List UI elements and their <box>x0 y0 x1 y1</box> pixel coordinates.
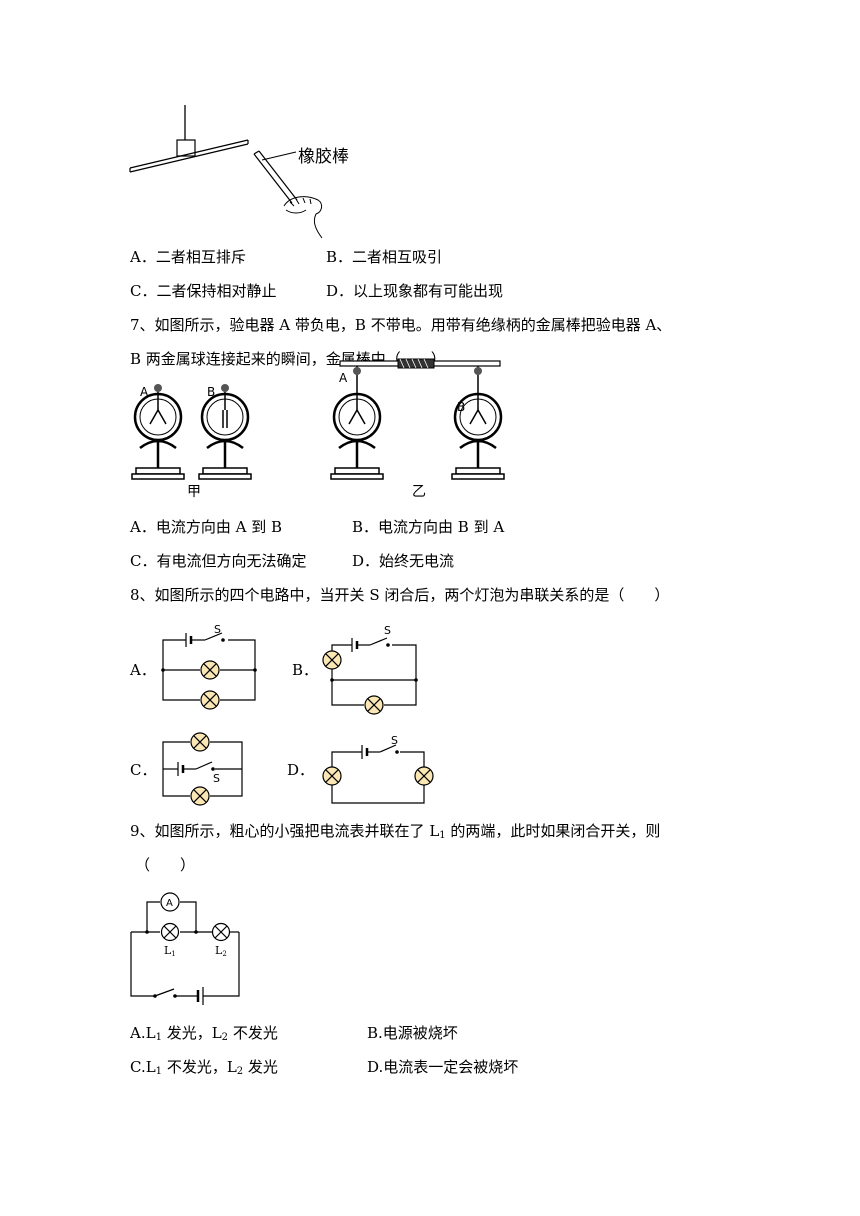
electroscope-b-left <box>198 384 252 480</box>
q9-question-line-1: 9、如图所示，粗心的小强把电流表并联在了 L1 的两端，此时如果闭合开关，则 <box>130 822 661 841</box>
q8-option-d[interactable]: D． <box>287 761 315 779</box>
switch-label-d: S <box>391 734 398 747</box>
lamp-l2-label: L2 <box>215 944 227 958</box>
switch-label-a: S <box>214 623 221 636</box>
q9-question-line-2: （ ） <box>135 856 196 874</box>
circuit-d <box>322 744 434 804</box>
electroscope-a-right <box>330 366 384 480</box>
q8-question-line: 8、如图所示的四个电路中，当开关 S 闭合后，两个灯泡为串联关系的是（ ） <box>130 586 670 604</box>
q6-option-d[interactable]: D．以上现象都有可能出现 <box>326 282 504 300</box>
q8-option-b[interactable]: B． <box>292 661 319 679</box>
q9-option-b[interactable]: B.电源被烧坏 <box>367 1024 458 1042</box>
electroscope-a2-label: A <box>339 371 348 385</box>
rubber-rod-label: 橡胶棒 <box>298 147 349 167</box>
q6-option-b[interactable]: B．二者相互吸引 <box>326 248 443 266</box>
q6-option-c[interactable]: C．二者保持相对静止 <box>130 282 277 300</box>
electroscope-a-left <box>131 384 185 480</box>
switch-label-b: S <box>384 624 391 637</box>
electroscope-b-right <box>451 366 505 480</box>
q9-option-c[interactable]: C.L1 不发光，L2 发光 <box>130 1058 278 1077</box>
electroscope-a-label: A <box>140 385 149 399</box>
q7-electroscope-figure: A B 甲 A <box>131 358 505 500</box>
circuit-a <box>161 632 257 710</box>
q7-option-a[interactable]: A．电流方向由 A 到 B <box>130 518 282 536</box>
q6-option-a[interactable]: A．二者相互排斥 <box>130 248 246 266</box>
lamp-l1-label: L1 <box>164 944 176 958</box>
q9-option-d[interactable]: D.电流表一定会被烧坏 <box>367 1058 519 1076</box>
circuit-b <box>322 637 418 715</box>
circuit-c <box>162 732 243 806</box>
electroscope-b2-label: B <box>457 400 465 414</box>
switch-label-c: S <box>213 772 220 785</box>
q8-option-a[interactable]: A． <box>130 661 156 679</box>
q7-option-c[interactable]: C．有电流但方向无法确定 <box>130 552 307 570</box>
ammeter-label: A <box>166 898 173 909</box>
q7-option-b[interactable]: B．电流方向由 B 到 A <box>352 518 505 536</box>
q8-option-c[interactable]: C． <box>130 761 157 779</box>
q9-option-a[interactable]: A.L1 发光，L2 不发光 <box>130 1024 278 1043</box>
q7-option-d[interactable]: D．始终无电流 <box>352 552 455 570</box>
q6-figure: 橡胶棒 <box>129 105 349 239</box>
electroscope-b-label: B <box>207 385 215 399</box>
caption-yi: 乙 <box>412 484 426 500</box>
q7-question-line-1: 7、如图所示，验电器 A 带负电，B 不带电。用带有绝缘柄的金属棒把验电器 A、 <box>130 316 672 334</box>
caption-jia: 甲 <box>187 484 201 500</box>
